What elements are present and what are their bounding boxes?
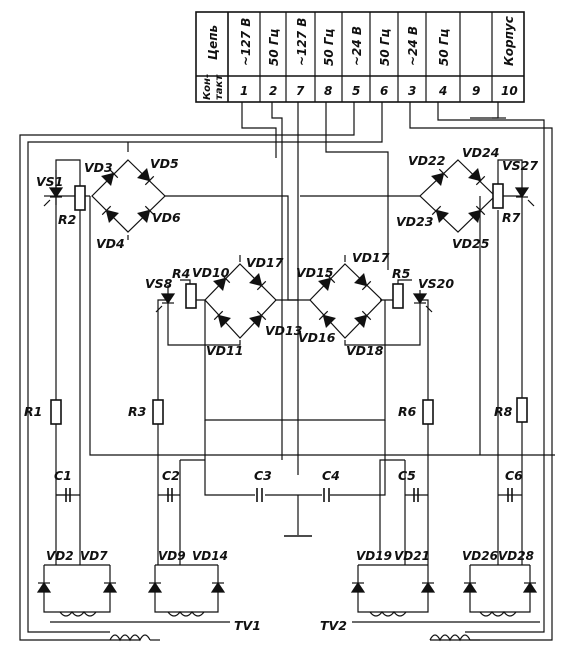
- wiring: [19, 102, 555, 642]
- thyristor-label: VS20: [418, 276, 454, 291]
- bridge-label: VD23: [396, 214, 433, 229]
- resistors: R1 R2 R3 R4 R5 R6 R7 R8: [24, 183, 528, 425]
- capacitor-label: C2: [162, 468, 180, 483]
- circuit-cell: 50 Гц: [437, 28, 451, 66]
- bridge-1: VD3 VD5 VD4 VD6: [84, 156, 181, 251]
- capacitors: C1 C2 C3 C4 C5 C6: [54, 468, 523, 502]
- thyristor-label: VS8: [145, 276, 173, 291]
- contact-cell: 10: [501, 84, 518, 98]
- resistor-label: R4: [172, 266, 190, 281]
- contact-cell: 3: [408, 84, 416, 98]
- bridge-4: VD22 VD24 VD23 VD25: [396, 145, 499, 251]
- bridge-label: VD11: [206, 343, 243, 358]
- circuit-cell: 50 Гц: [267, 28, 281, 66]
- contact-cell: 5: [352, 84, 360, 98]
- contact-cell: 6: [380, 84, 388, 98]
- diode-label: VD19: [356, 549, 392, 563]
- thyristor-label: VS27: [502, 158, 538, 173]
- diode-label: VD28: [498, 549, 534, 563]
- bridge-label: VD25: [452, 236, 490, 251]
- bridge-3: VD15 VD17 VD16 VD18: [296, 250, 390, 358]
- header-contact-label-2: такт: [214, 74, 225, 100]
- bridge-label: VD17: [352, 250, 390, 265]
- thyristors: VS1 VS8 VS20 VS27: [36, 158, 538, 313]
- contact-cell: 9: [472, 84, 480, 98]
- bridge-label: VD18: [346, 343, 384, 358]
- resistor-label: R1: [24, 404, 42, 419]
- bridge-label: VD4: [96, 236, 125, 251]
- rectifier-diodes: VD2 VD7 VD9 VD14 VD19 VD21 VD26 VD28: [37, 549, 537, 593]
- resistor-label: R2: [58, 212, 76, 227]
- diode-label: VD14: [192, 549, 228, 563]
- capacitor-label: C1: [54, 468, 72, 483]
- bridge-2: VD10 VD17 VD11 VD13: [192, 255, 302, 358]
- contact-cell: 1: [240, 84, 248, 98]
- connector-table: Цепь Кон- такт ~127 В 50 Гц ~127 В 50 Гц…: [195, 11, 525, 103]
- bridge-label: VD3: [84, 160, 113, 175]
- contact-cell: 4: [438, 84, 447, 98]
- circuit-cell: Корпус: [502, 16, 516, 66]
- resistor-label: R7: [502, 210, 521, 225]
- contact-cell: 2: [269, 84, 277, 98]
- transformer-label: TV2: [320, 618, 347, 633]
- circuit-cell: ~24 В: [406, 26, 420, 66]
- diode-label: VD9: [158, 549, 186, 563]
- capacitor-label: C4: [322, 468, 340, 483]
- bridge-label: VD24: [462, 145, 499, 160]
- bridge-label: VD6: [152, 210, 181, 225]
- diode-label: VD21: [394, 549, 430, 563]
- bridge-label: VD16: [298, 330, 336, 345]
- resistor-label: R6: [398, 404, 417, 419]
- circuit-cell: 50 Гц: [378, 28, 392, 66]
- capacitor-label: C5: [398, 468, 416, 483]
- contact-cell: 8: [324, 84, 332, 98]
- capacitor-label: C3: [254, 468, 272, 483]
- resistor-label: R5: [392, 266, 411, 281]
- diode-label: VD2: [46, 549, 74, 563]
- circuit-cell: ~127 В: [295, 18, 309, 66]
- diode-label: VD26: [462, 549, 498, 563]
- bridge-label: VD15: [296, 265, 334, 280]
- diode-label: VD7: [80, 549, 108, 563]
- thyristor-label: VS1: [36, 174, 63, 189]
- bridge-label: VD10: [192, 265, 230, 280]
- header-contact-label-1: Кон-: [202, 74, 213, 100]
- circuit-cell: 50 Гц: [322, 28, 336, 66]
- capacitor-label: C6: [505, 468, 523, 483]
- circuit-cell: ~127 В: [239, 18, 253, 66]
- bridge-label: VD17: [246, 255, 284, 270]
- bridge-label: VD5: [150, 156, 179, 171]
- resistor-label: R3: [128, 404, 146, 419]
- circuit-cell: ~24 В: [350, 26, 364, 66]
- contact-cell: 7: [296, 84, 305, 98]
- header-circuit-label: Цепь: [206, 25, 220, 60]
- bridge-label: VD13: [265, 323, 302, 338]
- transformer-label: TV1: [234, 618, 261, 633]
- bridge-label: VD22: [408, 153, 445, 168]
- resistor-label: R8: [494, 404, 513, 419]
